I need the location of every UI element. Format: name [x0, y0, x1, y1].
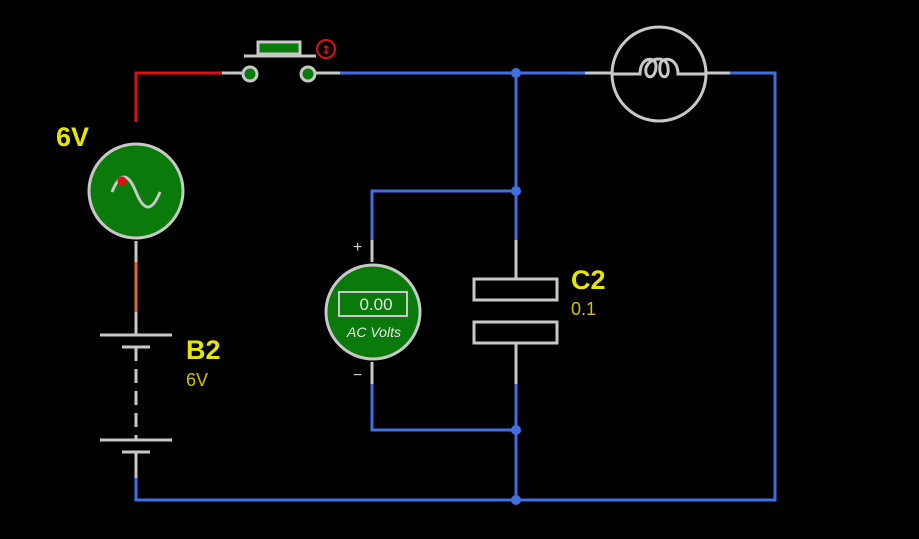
ac-source-label: 6V — [56, 122, 89, 152]
wire-red-source-to-switch[interactable] — [134, 71, 222, 122]
ac-source[interactable] — [87, 142, 185, 240]
filament-icon — [612, 57, 706, 79]
wire-lamp-to-right-rail[interactable] — [516, 71, 777, 502]
voltmeter-reading: 0.00 — [359, 295, 392, 314]
lamp[interactable] — [610, 25, 708, 123]
junction-dot — [511, 495, 521, 505]
ac-voltmeter[interactable]: 0.00 AC Volts — [324, 263, 422, 361]
wire-to-voltmeter-plus[interactable] — [370, 189, 516, 240]
updown-arrow-icon: ↕ — [321, 43, 331, 57]
battery-name: B2 — [186, 335, 221, 365]
junction-dot — [511, 68, 521, 78]
wire-bottom-rail[interactable] — [134, 478, 516, 502]
voltmeter-minus-terminal: − — [353, 367, 362, 384]
switch-toggle-badge[interactable]: ↕ — [316, 39, 336, 59]
junction-dot — [511, 425, 521, 435]
capacitor[interactable] — [472, 277, 559, 345]
voltmeter-unit: AC Volts — [346, 324, 401, 340]
junction-dot — [511, 186, 521, 196]
capacitor-name: C2 — [571, 265, 606, 295]
voltmeter-display — [338, 291, 408, 317]
wire-from-voltmeter-minus[interactable] — [370, 384, 516, 432]
voltmeter-plus-terminal: + — [353, 239, 362, 256]
capacitor-value: 0.1 — [571, 299, 596, 319]
wires — [134, 71, 777, 502]
push-switch[interactable] — [241, 40, 317, 83]
battery-value: 6V — [186, 370, 208, 390]
battery[interactable] — [100, 333, 172, 454]
polarity-dot — [117, 176, 127, 186]
junctions — [511, 68, 521, 505]
lead-stubs — [134, 71, 730, 478]
